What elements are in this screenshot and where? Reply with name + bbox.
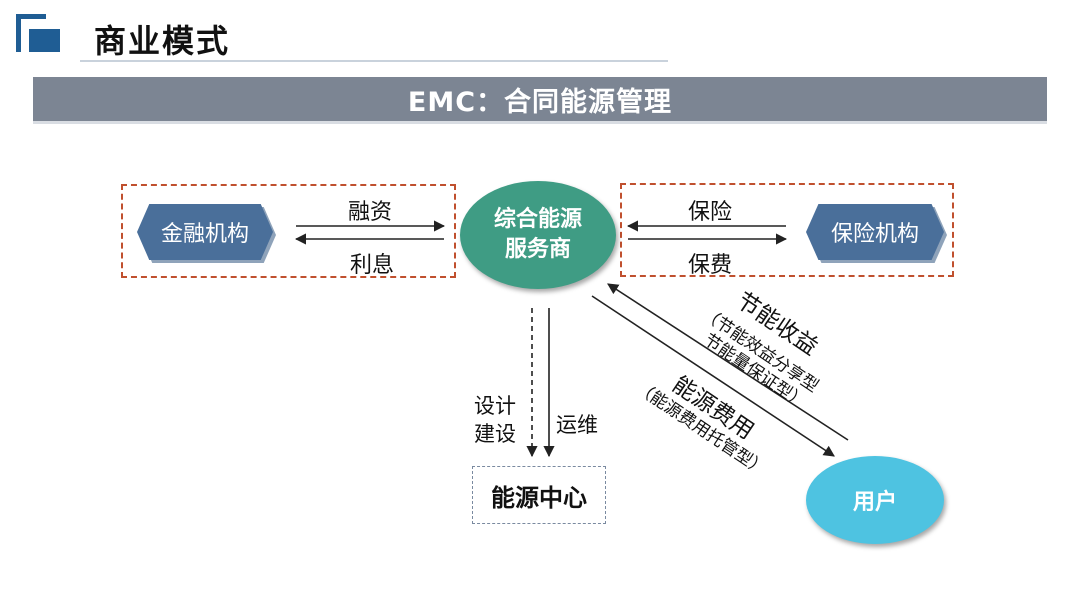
finance-group-box	[121, 184, 456, 278]
build-label: 建设	[474, 422, 516, 446]
insurance-label: 保险	[688, 200, 733, 225]
energy-center-node: 能源中心	[472, 466, 606, 524]
center-line-2: 服务商	[504, 237, 571, 262]
finance-institution-label: 金融机构	[160, 222, 249, 247]
page-title: 商业模式	[94, 22, 231, 60]
logo-icon	[16, 14, 60, 52]
title-underline	[80, 60, 668, 62]
user-label: 用户	[852, 490, 897, 515]
interest-label: 利息	[350, 253, 395, 278]
operation-label: 运维	[556, 413, 598, 437]
user-node: 用户	[806, 456, 944, 544]
financing-label: 融资	[348, 200, 393, 225]
section-banner: EMC：合同能源管理	[33, 77, 1047, 124]
energy-service-provider-node: 综合能源 服务商	[460, 181, 616, 289]
insurance-group-box	[620, 183, 954, 277]
saving-income-arrow	[607, 283, 849, 441]
insurance-institution-label: 保险机构	[830, 222, 919, 247]
center-line-1: 综合能源	[493, 207, 582, 232]
energy-fee-arrow	[591, 295, 835, 457]
insurance-institution-node: 保险机构	[806, 204, 944, 260]
premium-label: 保费	[688, 253, 733, 278]
design-label: 设计	[474, 394, 516, 418]
energy-center-label: 能源中心	[491, 483, 587, 512]
finance-institution-node: 金融机构	[137, 204, 273, 260]
